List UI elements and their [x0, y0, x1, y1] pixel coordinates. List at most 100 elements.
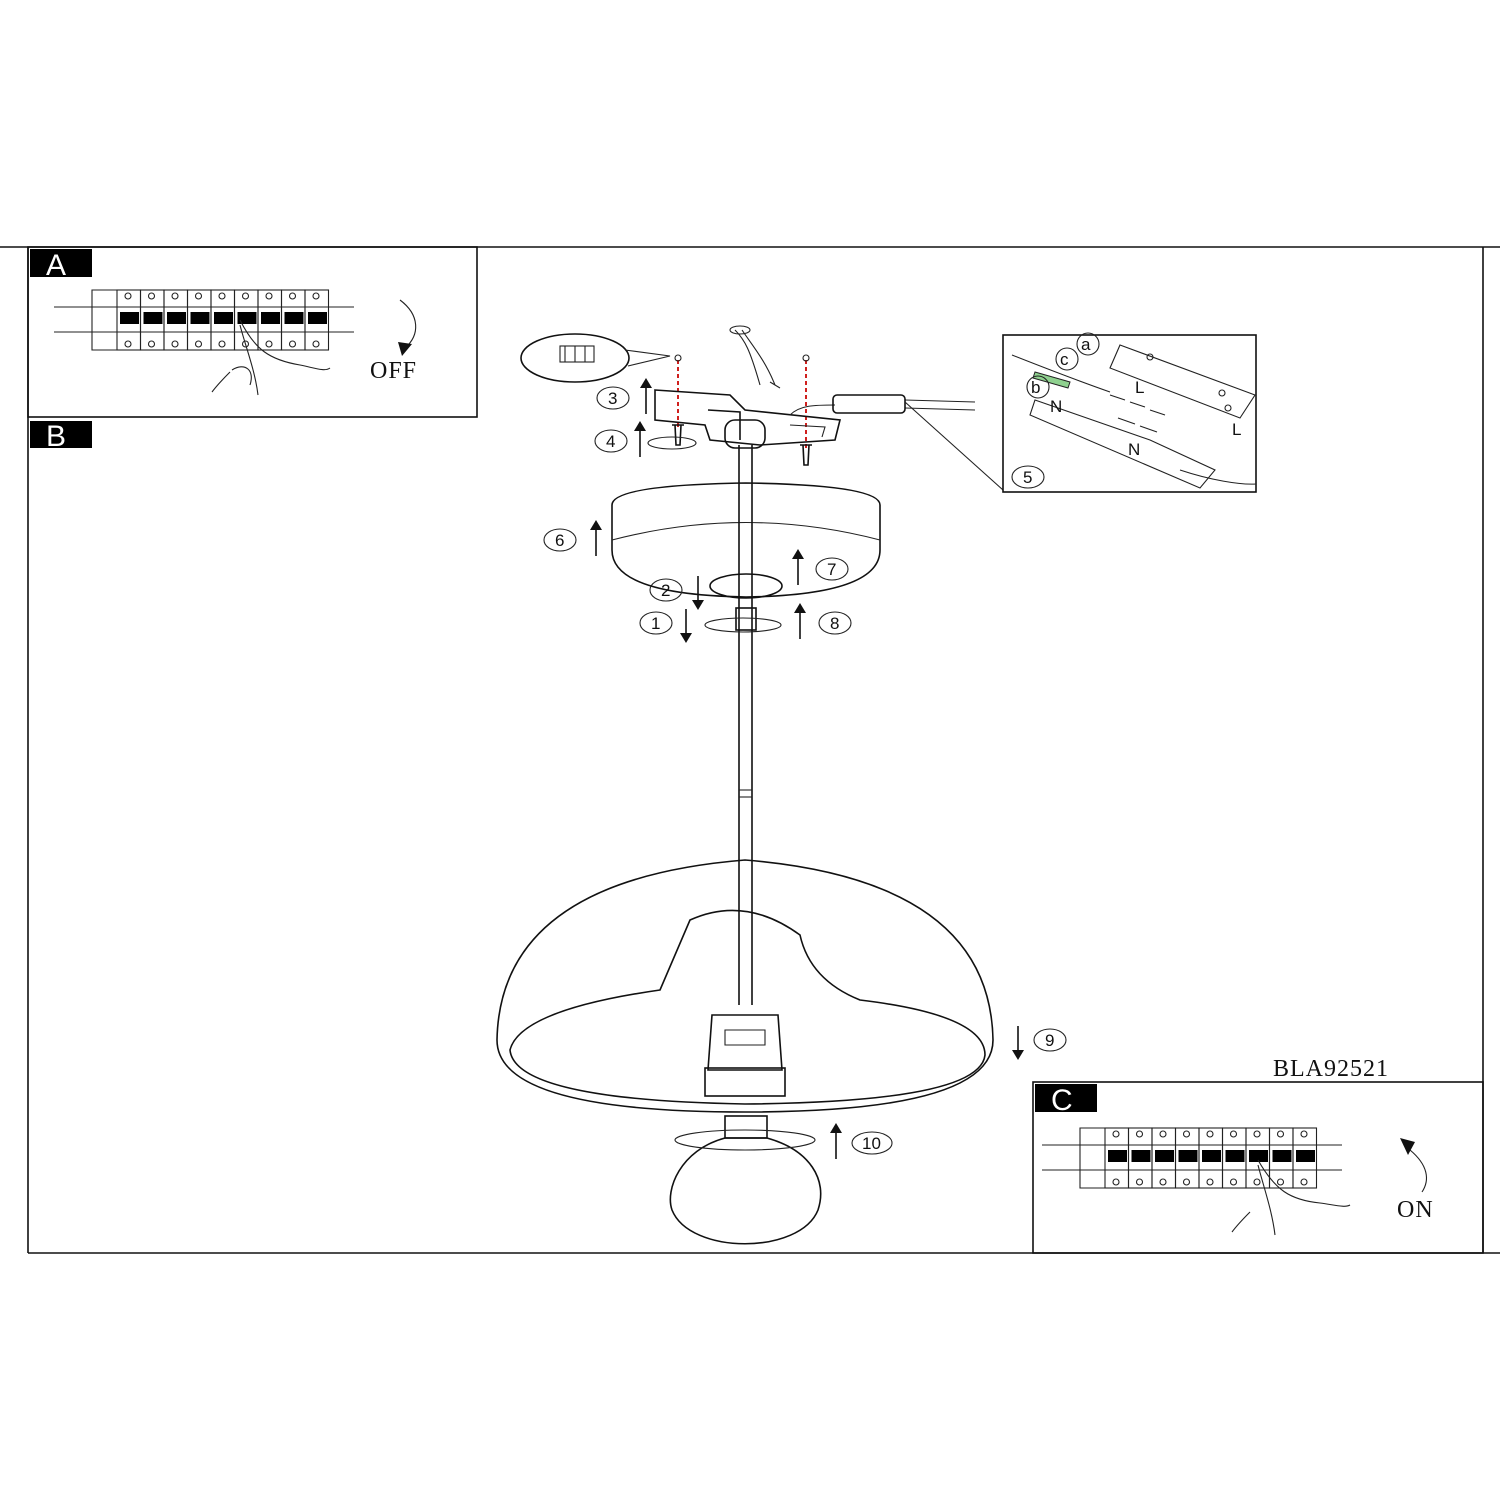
terminal-screw-icon: [1135, 1178, 1144, 1186]
terminal-screw-icon: [1229, 1178, 1238, 1186]
suspension-rod: [738, 445, 753, 1005]
breaker-toggle: [1272, 1150, 1292, 1162]
terminal-cover: [1109, 344, 1256, 419]
lamp-shade: [496, 859, 994, 1113]
screw-icon: [800, 444, 812, 466]
breaker-toggle: [261, 312, 280, 324]
breaker-toggle: [1131, 1150, 1151, 1162]
step-number: 8: [830, 614, 839, 633]
terminal-screw-icon: [1182, 1178, 1191, 1186]
breaker-end: [1079, 1127, 1105, 1189]
arrow-head-icon: [1012, 1050, 1024, 1060]
step-circle: [594, 429, 628, 453]
terminal-screw-icon: [241, 340, 250, 348]
breaker-toggle: [1202, 1150, 1221, 1162]
step-10-marker: 10: [830, 1123, 893, 1159]
step-circle: [1033, 1028, 1067, 1052]
inset-label-a: a: [1081, 335, 1091, 354]
step-number: 4: [606, 432, 615, 451]
breaker-toggle: [1178, 1150, 1198, 1162]
terminal-screw-icon: [288, 340, 297, 348]
wiring-inset: a b c L N N L: [1002, 332, 1257, 493]
arrow-head-icon: [634, 421, 646, 431]
screw-icon: [672, 424, 684, 446]
step-7-marker: 7: [792, 549, 849, 585]
breaker-toggle: [1296, 1150, 1315, 1162]
terminal-screw-icon: [218, 340, 226, 348]
step-1-marker: 1: [639, 609, 692, 643]
terminal-screw-icon: [218, 292, 226, 300]
arrow-head-icon: [680, 633, 692, 643]
terminal-screw-icon: [1159, 1178, 1167, 1186]
breaker-toggle: [1108, 1150, 1127, 1162]
breaker-panel: [1042, 1127, 1342, 1189]
terminal-screw-icon: [288, 292, 297, 300]
step-number: 10: [862, 1134, 881, 1153]
panel-a-label: A: [46, 249, 66, 282]
hand-icon: [1257, 1159, 1351, 1207]
step-number: 3: [608, 389, 617, 408]
terminal-mark: L: [1232, 420, 1241, 439]
arrow-head-icon: [792, 549, 804, 559]
terminal-screw-icon: [1206, 1130, 1214, 1138]
panel-c-switch-on: C ON: [1032, 1081, 1484, 1254]
locking-nut: [735, 607, 757, 631]
terminal-screw-icon: [1276, 1130, 1285, 1138]
terminal-screw-icon: [1135, 1130, 1144, 1138]
breaker-module: [1292, 1127, 1318, 1189]
step-circle: [543, 528, 577, 552]
terminal-screw-icon: [147, 340, 156, 348]
panel-c-label: C: [1051, 1084, 1073, 1117]
step-circle: [1011, 465, 1045, 489]
terminal-mark: N: [1128, 440, 1140, 459]
finger-icon: [211, 324, 259, 396]
arrow-head-icon: [1400, 1138, 1415, 1155]
terminal-screw-icon: [171, 340, 179, 348]
breaker-toggle: [190, 312, 210, 324]
turn-off-arrow: [399, 299, 417, 349]
arrow-head-icon: [640, 378, 652, 388]
breaker-toggle: [143, 312, 163, 324]
arrow-head-icon: [398, 342, 412, 356]
terminal-screw-icon: [124, 292, 132, 300]
step-number: 1: [651, 614, 660, 633]
panel-b-label: B: [46, 420, 66, 453]
step-number: 2: [661, 581, 670, 600]
mains-cable: [734, 329, 781, 389]
terminal-block: [832, 394, 906, 414]
terminal-screw-icon: [1159, 1130, 1167, 1138]
step-8-marker: 8: [794, 603, 852, 639]
terminal-screw-icon: [1206, 1178, 1214, 1186]
hand-icon: [239, 319, 331, 371]
light-bulb: [669, 1115, 822, 1245]
terminal-screw-icon: [265, 340, 273, 348]
breaker-panel: [54, 289, 354, 351]
breaker-module: [304, 289, 330, 351]
step-4-marker: 4: [594, 421, 646, 457]
arrow-head-icon: [794, 603, 806, 613]
terminal-screw-icon: [1253, 1130, 1261, 1138]
terminal-screw-icon: [312, 292, 320, 300]
breaker-toggle: [1249, 1150, 1268, 1162]
terminal-mark: L: [1135, 378, 1144, 397]
lamp-socket: [704, 1014, 786, 1097]
step-number: 6: [555, 531, 564, 550]
arrow-head-icon: [830, 1123, 842, 1133]
terminal-screw-icon: [1112, 1130, 1120, 1138]
inset-leader-line: [904, 401, 1004, 491]
terminal-screw-icon: [171, 292, 179, 300]
step-5-marker: 5: [1011, 465, 1045, 489]
terminal-screw-icon: [1182, 1130, 1191, 1138]
arrow-head-icon: [692, 600, 704, 610]
terminal-base: [1029, 399, 1216, 489]
arrow-head-icon: [590, 520, 602, 530]
step-circle: [818, 611, 852, 635]
mounting-bracket: [654, 389, 841, 449]
step-circle: [815, 557, 849, 581]
breaker-toggle: [167, 312, 186, 324]
terminal-screw-icon: [312, 340, 320, 348]
on-text: ON: [1397, 1197, 1434, 1223]
terminal-screw-icon: [194, 340, 203, 348]
terminal-screw-icon: [241, 292, 250, 300]
